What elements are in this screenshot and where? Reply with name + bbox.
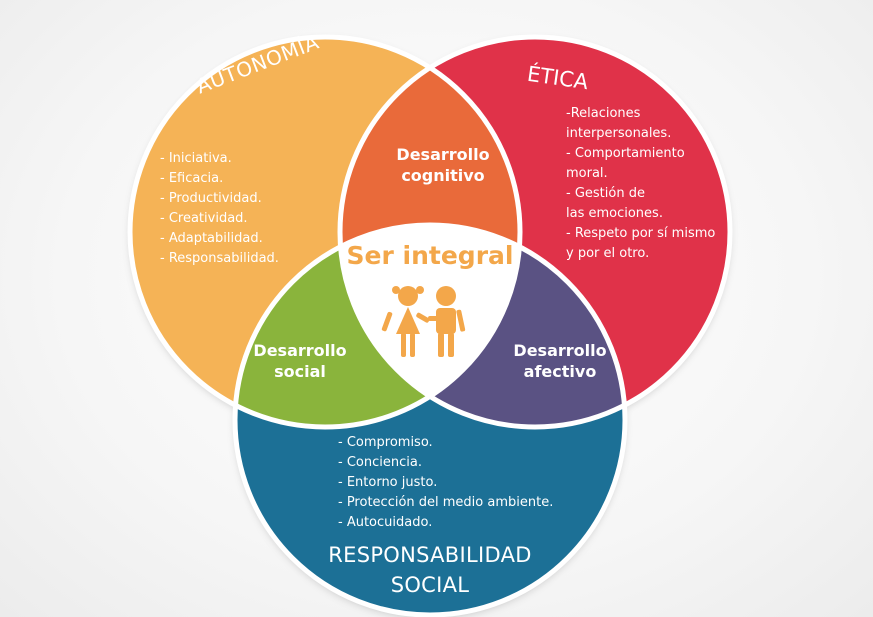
list-item: - Creatividad. xyxy=(160,211,248,226)
list-item: - Protección del medio ambiente. xyxy=(338,495,554,510)
desarrollo-afectivo-label: Desarrollo afectivo xyxy=(513,341,607,381)
list-item: y por el otro. xyxy=(566,246,650,261)
list-item: - Comportamiento xyxy=(566,146,685,161)
autonomia-list: - Iniciativa. - Eficacia. - Productivida… xyxy=(160,149,279,269)
list-item: - Eficacia. xyxy=(160,171,224,186)
list-item: moral. xyxy=(566,166,608,181)
desarrollo-cognitivo-label: Desarrollo cognitivo xyxy=(396,145,490,185)
list-item: - Autocuidado. xyxy=(338,515,433,530)
list-item: - Compromiso. xyxy=(338,435,433,450)
list-item: - Adaptabilidad. xyxy=(160,231,263,246)
responsabilidad-social-title: RESPONSABILIDAD SOCIAL xyxy=(320,540,540,600)
list-item: - Iniciativa. xyxy=(160,151,232,166)
list-item: interpersonales. xyxy=(566,126,672,141)
list-item: - Entorno justo. xyxy=(338,475,438,490)
list-item: las emociones. xyxy=(566,206,663,221)
list-item: - Conciencia. xyxy=(338,455,422,470)
ser-integral-label: Ser integral xyxy=(346,241,514,270)
list-item: -Relaciones xyxy=(566,106,641,121)
etica-list: -Relaciones interpersonales. - Comportam… xyxy=(566,104,715,264)
title-line: RESPONSABILIDAD xyxy=(328,543,532,567)
children-icon xyxy=(381,286,466,357)
list-item: - Respeto por sí mismo xyxy=(566,226,716,241)
list-item: - Responsabilidad. xyxy=(160,251,279,266)
responsabilidad-social-list: - Compromiso. - Conciencia. - Entorno ju… xyxy=(338,433,553,533)
desarrollo-social-label: Desarrollo social xyxy=(253,341,347,381)
title-line: SOCIAL xyxy=(390,573,470,597)
list-item: - Productividad. xyxy=(160,191,262,206)
list-item: - Gestión de xyxy=(566,186,645,201)
